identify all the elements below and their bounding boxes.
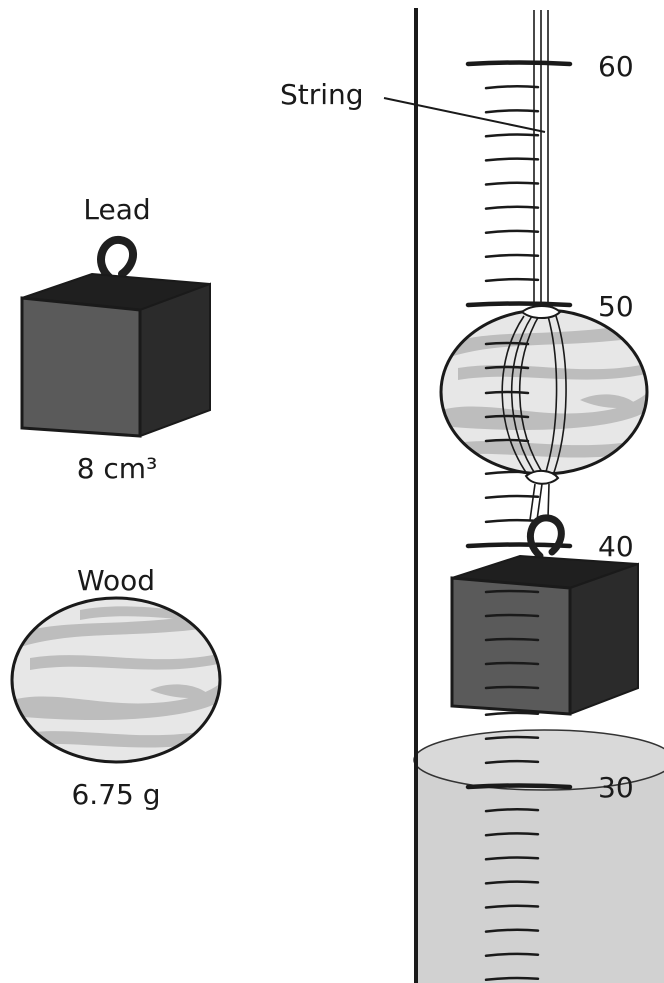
- major-tick: [465, 60, 573, 67]
- minor-tick: [484, 229, 540, 234]
- scale-label-60: 60: [598, 50, 634, 83]
- scale-ticks: [465, 60, 573, 982]
- minor-tick: [484, 518, 540, 524]
- major-tick: [465, 301, 573, 308]
- minor-tick: [484, 205, 540, 210]
- hanging-lead-hook: [527, 514, 565, 560]
- graduated-cylinder: [413, 8, 664, 983]
- minor-tick: [484, 832, 540, 837]
- minor-tick: [484, 759, 540, 765]
- minor-tick: [484, 952, 540, 957]
- lead-volume-label: 8 cm³: [77, 452, 158, 485]
- scale-label-40: 40: [598, 530, 634, 563]
- string-label: String: [280, 78, 364, 111]
- minor-tick: [484, 85, 540, 90]
- lead-block-hook: [97, 235, 137, 282]
- minor-tick: [484, 928, 540, 933]
- lead-block: [20, 235, 211, 438]
- minor-tick: [484, 133, 540, 138]
- minor-tick: [484, 808, 540, 813]
- wood-mass-label: 6.75 g: [71, 778, 160, 811]
- tied-wood-ball: [439, 305, 649, 521]
- minor-tick: [484, 253, 540, 259]
- minor-tick: [484, 735, 540, 741]
- scale-label-50: 50: [598, 290, 634, 323]
- minor-tick: [484, 976, 540, 982]
- minor-tick: [484, 494, 540, 500]
- hanging-lead-block: [450, 514, 639, 716]
- string-pointer-line: [383, 97, 546, 133]
- minor-tick: [484, 711, 540, 716]
- lead-label: Lead: [83, 193, 150, 226]
- minor-tick: [484, 880, 540, 885]
- lead-block-front: [20, 296, 142, 438]
- scale-label-30: 30: [598, 771, 634, 804]
- major-tick: [465, 783, 573, 790]
- wood-label: Wood: [77, 564, 155, 597]
- string: [533, 10, 549, 308]
- minor-tick: [484, 904, 540, 909]
- water-column: [416, 760, 664, 983]
- minor-tick: [484, 856, 540, 861]
- minor-tick: [484, 157, 540, 162]
- minor-tick: [484, 109, 540, 114]
- minor-tick: [484, 277, 540, 283]
- minor-tick: [484, 181, 540, 186]
- wood-ball: [10, 596, 222, 764]
- lead-block-side: [139, 282, 211, 438]
